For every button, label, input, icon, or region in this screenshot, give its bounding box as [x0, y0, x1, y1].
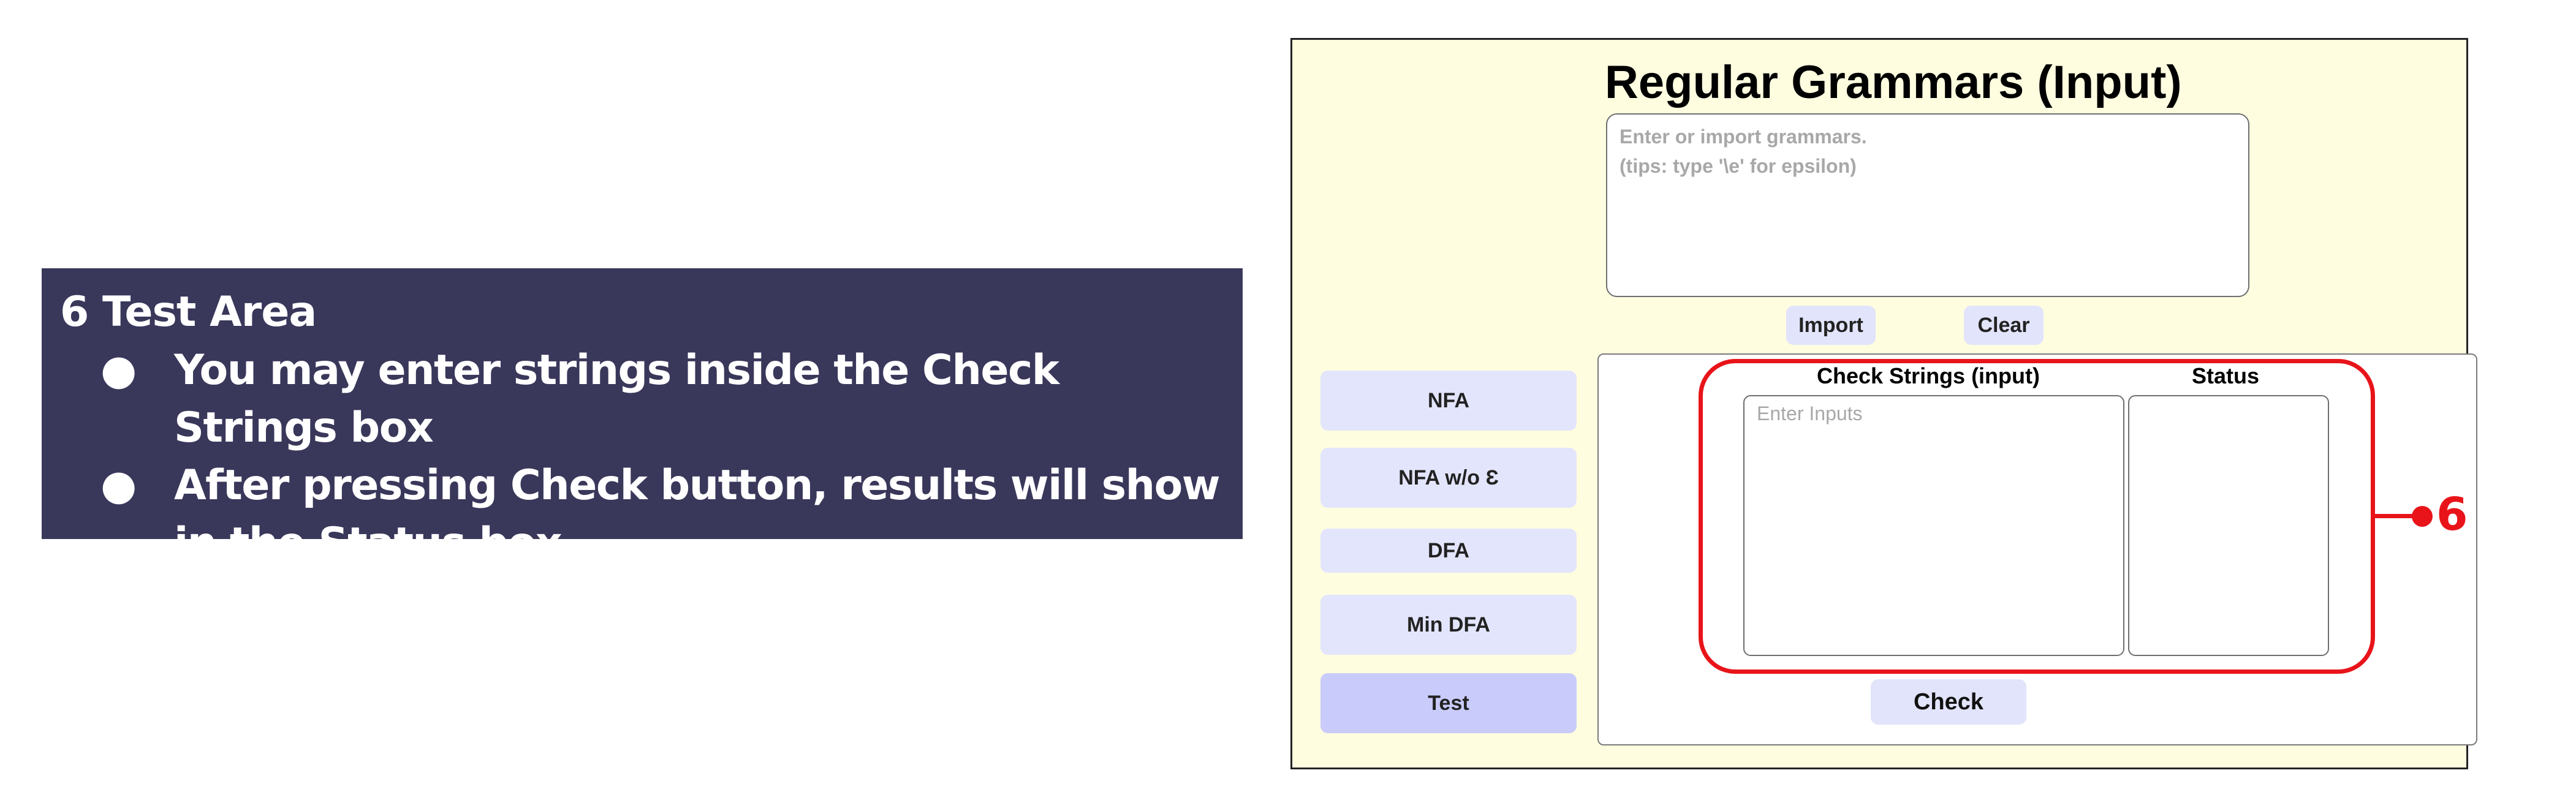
check-strings-input[interactable] — [1743, 395, 2124, 656]
status-label: Status — [2192, 363, 2260, 388]
grammar-input[interactable] — [1606, 113, 2249, 297]
callout-panel: 6 Test Area ● You may enter strings insi… — [42, 268, 1243, 567]
callout-item-text: You may enter strings inside the Check S… — [174, 346, 1059, 452]
callout-item: ● After pressing Check button, results w… — [60, 457, 1224, 572]
nav-test-button[interactable]: Test — [1320, 673, 1577, 733]
nav-nfa-button[interactable]: NFA — [1320, 371, 1577, 431]
annotation-dot-icon — [2412, 506, 2433, 527]
status-box — [2128, 395, 2329, 656]
page-title: Regular Grammars (Input) — [1605, 56, 2182, 108]
callout-title: 6 Test Area — [60, 288, 317, 336]
callout-item: ● You may enter strings inside the Check… — [60, 342, 1224, 457]
annotation-connector-line — [2375, 514, 2420, 518]
annotation-number: 6 — [2436, 488, 2468, 541]
bullet-icon: ● — [100, 346, 137, 394]
import-button[interactable]: Import — [1786, 306, 1876, 345]
bullet-icon: ● — [100, 461, 137, 510]
app-window: Regular Grammars (Input) Import Clear NF… — [1290, 38, 2477, 769]
test-panel: Check Strings (input) Status Check — [1597, 353, 2477, 745]
callout-list: ● You may enter strings inside the Check… — [60, 342, 1224, 572]
nav-min-dfa-button[interactable]: Min DFA — [1320, 595, 1577, 655]
callout-item-text: After pressing Check button, results wil… — [174, 461, 1221, 567]
check-button[interactable]: Check — [1871, 679, 2026, 725]
nav-nfa-without-epsilon-button[interactable]: NFA w/o Ɛ — [1320, 448, 1577, 508]
nav-dfa-button[interactable]: DFA — [1320, 529, 1577, 573]
clear-button[interactable]: Clear — [1964, 306, 2044, 345]
check-strings-label: Check Strings (input) — [1817, 363, 2040, 388]
